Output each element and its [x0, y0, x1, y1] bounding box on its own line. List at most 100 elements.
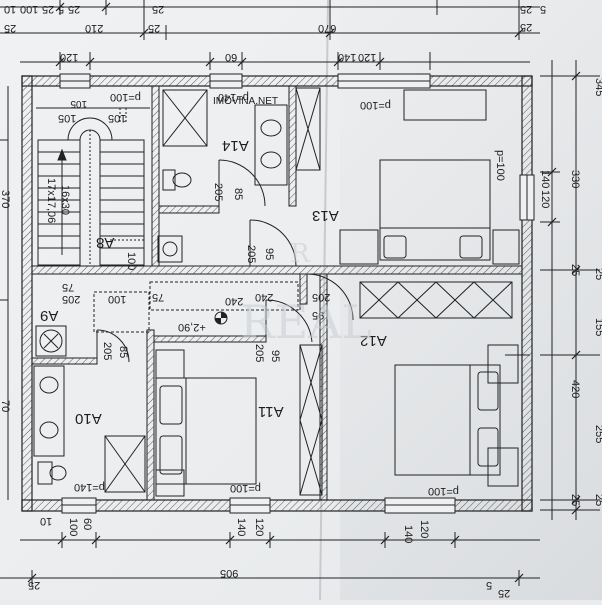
stair-spec: 16x30	[59, 185, 71, 215]
parapet-a13-top: p=100	[360, 99, 391, 111]
dim-right-155: 155	[593, 318, 602, 336]
level-marker-symbol	[214, 311, 228, 325]
dim-top-25a: 25	[42, 3, 54, 15]
dim-stair-105c: 105	[70, 98, 87, 109]
room-a9-labels: 205 75 100 75 205 85	[62, 281, 164, 360]
dim-right-120: 120	[539, 190, 551, 208]
parapet-stair: p=100	[110, 91, 141, 103]
dim-bottom-120a: 120	[253, 518, 265, 536]
dim-a8-100: 100	[125, 252, 137, 270]
interior-walls	[31, 85, 523, 501]
dim-bottom-140a: 140	[235, 518, 247, 536]
door-a13-clear: 95	[263, 248, 275, 260]
room-label-a13: A13	[312, 207, 339, 224]
dim-stair-105b: 105	[108, 112, 126, 124]
top-dimension-lines	[0, 0, 540, 70]
dim-top-670: 670	[318, 22, 336, 34]
dim-bottom-120b: 120	[418, 520, 430, 538]
left-adjacent-unit	[0, 86, 9, 500]
door-a14-clear: 85	[232, 188, 244, 200]
dim-right-25b: 25	[569, 494, 581, 506]
dim-bottom-60: 60	[81, 518, 93, 530]
dim-bottom-10: 10	[40, 515, 52, 527]
dim-right-420: 420	[569, 380, 581, 398]
room-a13-labels: p=100 p=100 205 95	[245, 99, 506, 263]
dim-top-100: 100	[20, 3, 38, 15]
dim-bottom-25a: 25	[28, 579, 40, 591]
door-a11-width: 205	[253, 344, 265, 362]
room-label-a12: A12	[360, 332, 387, 349]
room-a9-fixtures	[35, 291, 150, 363]
dim-bottom-5: 5	[486, 579, 492, 591]
dim-top-5b: 5	[540, 3, 546, 15]
right-dimension-lines	[540, 60, 600, 520]
watermark-logo-r: R	[290, 239, 311, 269]
right-dimension-ticks	[547, 71, 581, 515]
dim-right-25d: 25	[593, 268, 602, 280]
dim-a8-240b: 240	[255, 291, 273, 303]
top-dimension-ticks	[55, 2, 524, 67]
dim-bottom-25b: 25	[498, 587, 510, 599]
watermark-brand: REAL	[240, 295, 372, 349]
room-label-a10: A10	[75, 410, 102, 427]
door-a9-width: 205	[101, 342, 113, 360]
dim-top-25g: 25	[152, 3, 164, 15]
dim-bottom-905: 905	[220, 567, 238, 579]
room-label-a9: A9	[40, 307, 58, 324]
door-a11-clear: 95	[269, 350, 281, 362]
dim-a9-75: 75	[62, 281, 74, 293]
watermark-site: IMOVINA.NET	[213, 96, 278, 107]
door-a14-width: 205	[212, 183, 224, 201]
door-a12-clear: 95	[312, 309, 324, 321]
dim-top-210: 210	[85, 22, 103, 34]
dim-opening-140: 140	[338, 51, 356, 63]
room-a12-labels: p=100 205 95	[312, 291, 459, 497]
dim-right-345: 345	[593, 78, 602, 96]
room-a11-labels: p=100 205 95	[230, 344, 281, 494]
staircase	[36, 107, 150, 266]
hallway-a8-labels: 100 240 +2,90 240	[125, 252, 273, 333]
door-a9-clear: 85	[117, 346, 129, 358]
door-a13-width: 205	[245, 245, 257, 263]
dim-left-70: 70	[0, 400, 11, 412]
room-a13-furniture	[249, 89, 520, 267]
parapet-a13-right: p=100	[494, 150, 506, 181]
room-label-a14: A14	[222, 137, 249, 154]
dim-stair-105a: 105	[58, 112, 76, 124]
parapet-a12: p=100	[428, 485, 459, 497]
dim-top-25c: 25	[148, 22, 160, 34]
parapet-a10: p=140	[74, 481, 105, 493]
bathroom-a10-fixtures	[33, 365, 146, 493]
dim-top-25e: 25	[520, 21, 532, 33]
left-dimension-labels: 370 70	[0, 190, 11, 412]
bathroom-a14-fixtures	[162, 87, 321, 207]
dim-opening-120a: 120	[60, 51, 78, 63]
dim-top-5a: 5	[58, 3, 64, 15]
bottom-dimension-ticks	[27, 535, 524, 583]
dim-right-330: 330	[569, 170, 581, 188]
level-marker: +2,90	[178, 321, 206, 333]
dim-bottom-140b: 140	[402, 525, 414, 543]
dim-left-370: 370	[0, 190, 11, 208]
dim-top-25f: 25	[4, 22, 16, 34]
dim-top-10: 10	[4, 3, 16, 15]
dim-right-25a: 25	[569, 264, 581, 276]
top-opening-labels: 120 60 140 120	[60, 51, 376, 63]
right-dimension-labels: 345 330 140 120 25 155 420 255 25 25 25	[539, 78, 602, 506]
room-a12-furniture	[299, 273, 530, 487]
parapet-a14: p=140	[218, 91, 249, 103]
room-label-a8: A8	[96, 234, 114, 251]
bottom-dimension-labels: 100 60 140 120 140 120 905 25 5 25 10	[28, 515, 510, 599]
top-dimension-labels: 10 100 25 5 25 210 25 670 25 5 25 25 25	[4, 3, 546, 34]
hallway-a8	[110, 235, 299, 311]
dim-right-140: 140	[539, 170, 551, 188]
dim-top-25d: 25	[520, 3, 532, 15]
watermark: IMOVINA.NET REAL R	[213, 96, 372, 349]
dim-top-25b: 25	[68, 3, 80, 15]
dim-bottom-100: 100	[67, 518, 79, 536]
dim-opening-120b: 120	[358, 51, 376, 63]
stair-steps: 17x17,06	[45, 178, 57, 223]
bathroom-a14-labels: p=140 205 85	[212, 91, 249, 201]
